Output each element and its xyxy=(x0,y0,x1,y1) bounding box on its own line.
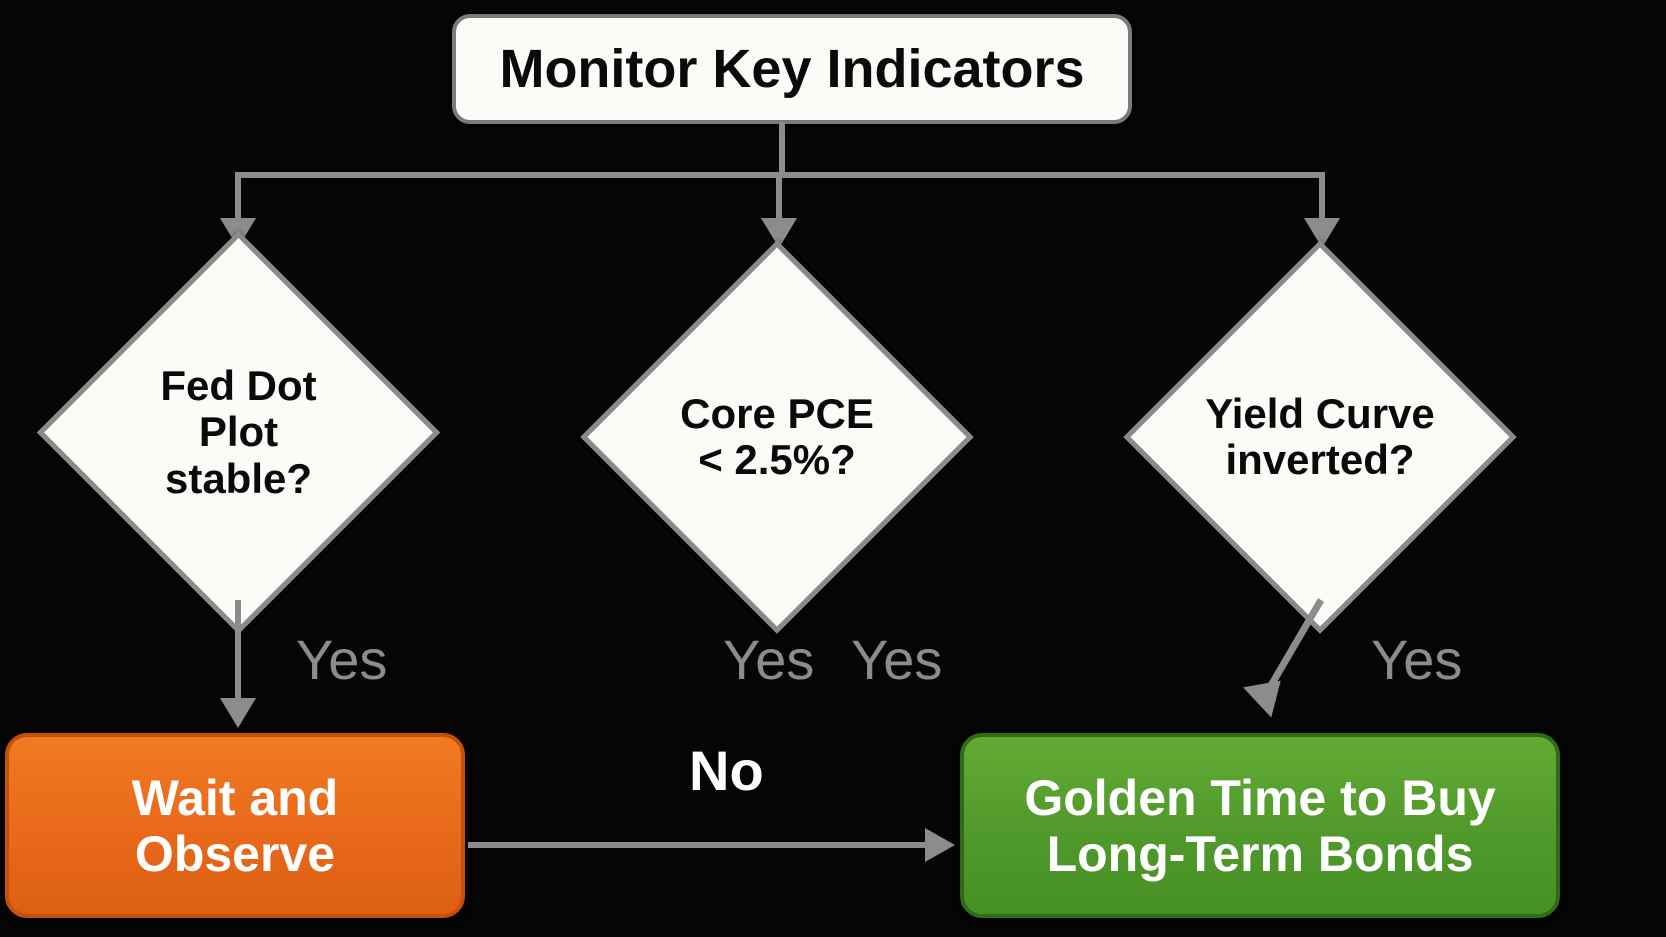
wait-and-observe-line2: Observe xyxy=(134,825,336,882)
yield-curve-diamond-shape xyxy=(1123,240,1517,634)
fed-dot-plot-diamond-shape xyxy=(36,230,441,635)
golden-time-line1: Golden Time to Buy xyxy=(1024,769,1496,826)
node-core-pce[interactable]: Core PCE < 2.5%? xyxy=(580,240,974,634)
edge-wait-to-buy-no xyxy=(468,842,928,848)
edge-to-core-pce xyxy=(776,172,782,222)
edge-label-yes-1: Yes xyxy=(296,628,388,691)
arrowhead-fed-dot-plot-yes xyxy=(220,698,256,728)
edge-label-yes-2: Yes xyxy=(723,628,815,691)
node-monitor-key-indicators[interactable]: Monitor Key Indicators xyxy=(452,14,1132,124)
edge-label-no-1: No xyxy=(689,739,764,802)
edge-root-stem xyxy=(779,122,785,178)
edge-to-yield-curve xyxy=(1319,172,1325,222)
node-fed-dot-plot[interactable]: Fed Dot Plot stable? xyxy=(36,230,441,635)
node-monitor-key-indicators-label: Monitor Key Indicators xyxy=(499,39,1085,99)
edge-label-yes-4: Yes xyxy=(1371,628,1463,691)
edge-to-fed-dot-plot xyxy=(235,172,241,222)
wait-and-observe-line1: Wait and xyxy=(131,769,339,826)
node-yield-curve[interactable]: Yield Curve inverted? xyxy=(1123,240,1517,634)
edge-yield-curve-yes xyxy=(1243,598,1325,718)
edge-label-yes-3: Yes xyxy=(851,628,943,691)
node-wait-and-observe[interactable]: Wait and Observe xyxy=(5,733,465,918)
node-golden-time-to-buy[interactable]: Golden Time to Buy Long-Term Bonds xyxy=(960,733,1560,918)
edge-fed-dot-plot-yes xyxy=(235,600,241,700)
core-pce-diamond-shape xyxy=(580,240,974,634)
golden-time-line2: Long-Term Bonds xyxy=(1046,825,1474,882)
arrowhead-wait-to-buy-no xyxy=(925,828,955,862)
